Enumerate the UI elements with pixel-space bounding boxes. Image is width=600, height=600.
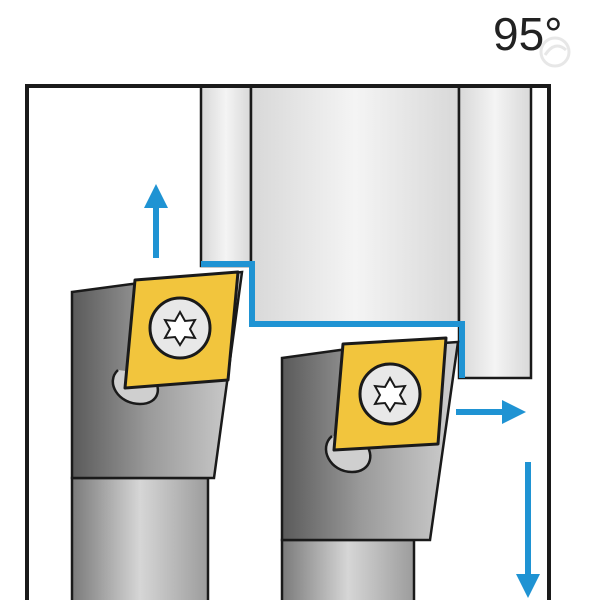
torx-socket bbox=[163, 309, 197, 347]
right-insert bbox=[332, 336, 448, 452]
watermark-logo bbox=[539, 36, 571, 68]
workpiece bbox=[199, 84, 533, 380]
left-insert bbox=[123, 270, 240, 390]
tool-path bbox=[201, 261, 465, 378]
torx-socket bbox=[373, 375, 407, 413]
approach-angle-label: 95° bbox=[493, 8, 563, 60]
